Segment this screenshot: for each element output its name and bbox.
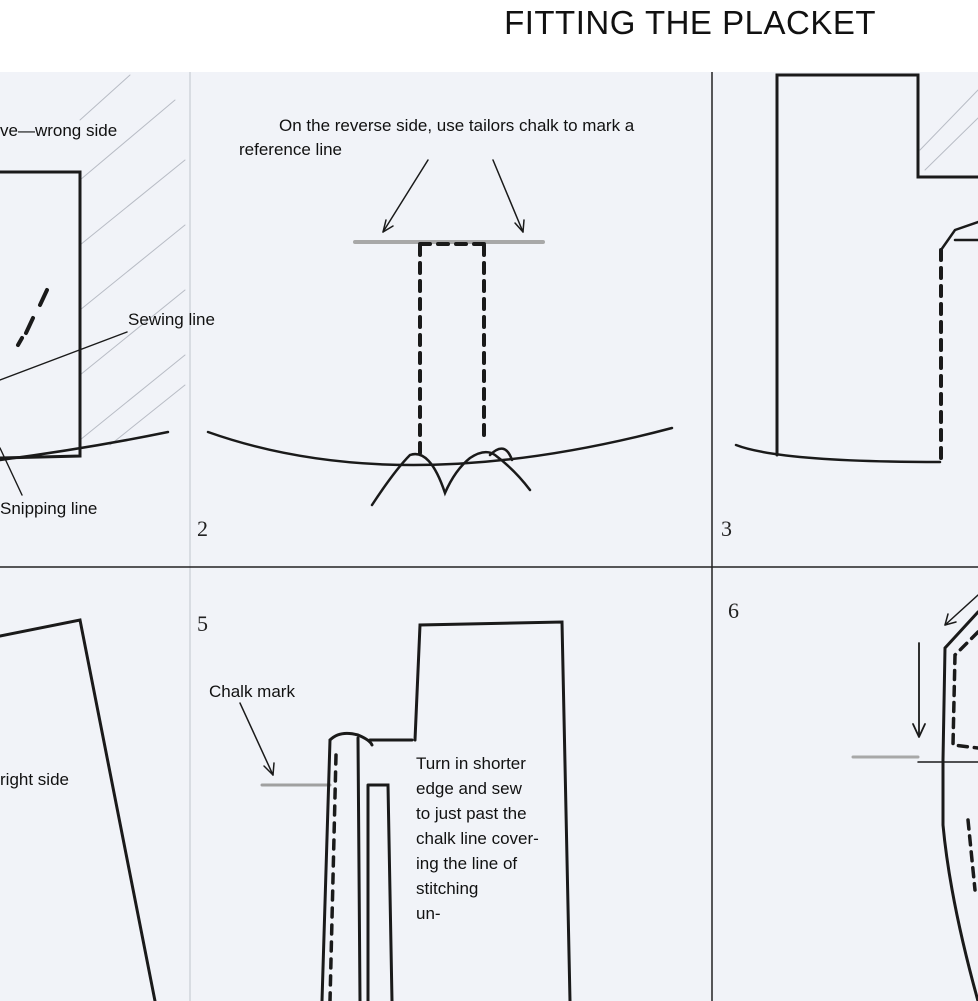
panel-2-instruction-line-1: On the reverse side, use tailors chalk t…: [279, 116, 635, 135]
panel-3-hem-curve: [734, 443, 942, 464]
panel-2-placket-dashes: [418, 242, 486, 457]
panel-2-arrow-right-head: [514, 219, 525, 233]
panel-2-number: 2: [197, 516, 208, 541]
panel-5-instruction-line: stitching: [416, 879, 479, 898]
panel-3-hatching: [919, 89, 978, 171]
panel-5-fabric-outline: [413, 620, 572, 1001]
panel-5-instruction-line: chalk line cover-: [416, 829, 539, 848]
paper-background: [0, 72, 978, 1001]
panel-2-arrow-left-shaft: [382, 159, 429, 233]
panel-5-instruction-line: to just past the: [416, 804, 527, 823]
panel-6-drawing: [851, 594, 978, 1001]
panel-4-drawing: [0, 618, 157, 1001]
panel-1-sewing-pointer: [0, 331, 128, 381]
panel-6-dash-right: [966, 818, 977, 892]
panel-5-arrow-head: [263, 762, 275, 776]
panel-5-placket-left: [320, 736, 362, 1001]
panel-1-wrong-side-label: ve—wrong side: [0, 121, 118, 140]
panel-4-right-side-label: right side: [0, 770, 69, 789]
panel-5-inner-strip: [366, 783, 394, 1001]
panel-6-number: 6: [728, 598, 739, 623]
panel-1-snipping-line-label: Snipping line: [0, 499, 98, 518]
page-title: FITTING THE PLACKET: [504, 4, 876, 41]
panel-5-number: 5: [197, 611, 208, 636]
panel-5-instruction-line: Turn in shorter: [416, 754, 526, 773]
panel-grid: [0, 72, 978, 1001]
panel-5-placket-top: [328, 731, 414, 747]
panel-1-snipping-pointer: [0, 447, 23, 496]
panel-3-fold: [939, 220, 978, 252]
panel-6-placket-outline: [941, 610, 978, 1001]
panel-3-drawing: [734, 73, 978, 464]
panel-5-instruction-line: un-: [416, 904, 441, 923]
panel-2-instruction-line-2: reference line: [239, 140, 343, 159]
panel-6-diag-arrow-shaft: [944, 594, 978, 626]
panel-5-arrow-shaft: [239, 702, 274, 776]
panel-6-diag-arrow-head: [944, 613, 957, 626]
panel-2-hem-curve: [206, 426, 674, 467]
panel-1-hem-curve: [0, 430, 170, 462]
panel-1-sewing-line-label: Sewing line: [128, 310, 215, 329]
panel-1-hatching: [79, 74, 186, 446]
panel-6-stitching: [951, 630, 978, 750]
panel-5-instruction-line: edge and sew: [416, 779, 522, 798]
panel-5-stitching: [328, 753, 338, 1001]
panel-1-fabric-outline: [0, 170, 82, 460]
panel-1-drawing: [0, 74, 186, 496]
panel-5-chalk-mark-label: Chalk mark: [209, 682, 295, 701]
panel-5-drawing: [239, 620, 572, 1001]
panel-2-arrow-right-shaft: [492, 159, 524, 233]
panel-5-instruction-line: ing the line of: [416, 854, 518, 873]
panel-3-number: 3: [721, 516, 732, 541]
panel-2-drawing: [206, 159, 674, 507]
panel-1-dash-marks: [16, 288, 49, 347]
panel-2-arrow-left-head: [382, 219, 394, 233]
panel-3-fabric-outline: [775, 73, 978, 457]
panel-6-down-arrow-head: [912, 723, 926, 738]
panel-2-snip-curls: [370, 447, 532, 507]
panel-4-fabric-outline: [0, 618, 157, 1001]
